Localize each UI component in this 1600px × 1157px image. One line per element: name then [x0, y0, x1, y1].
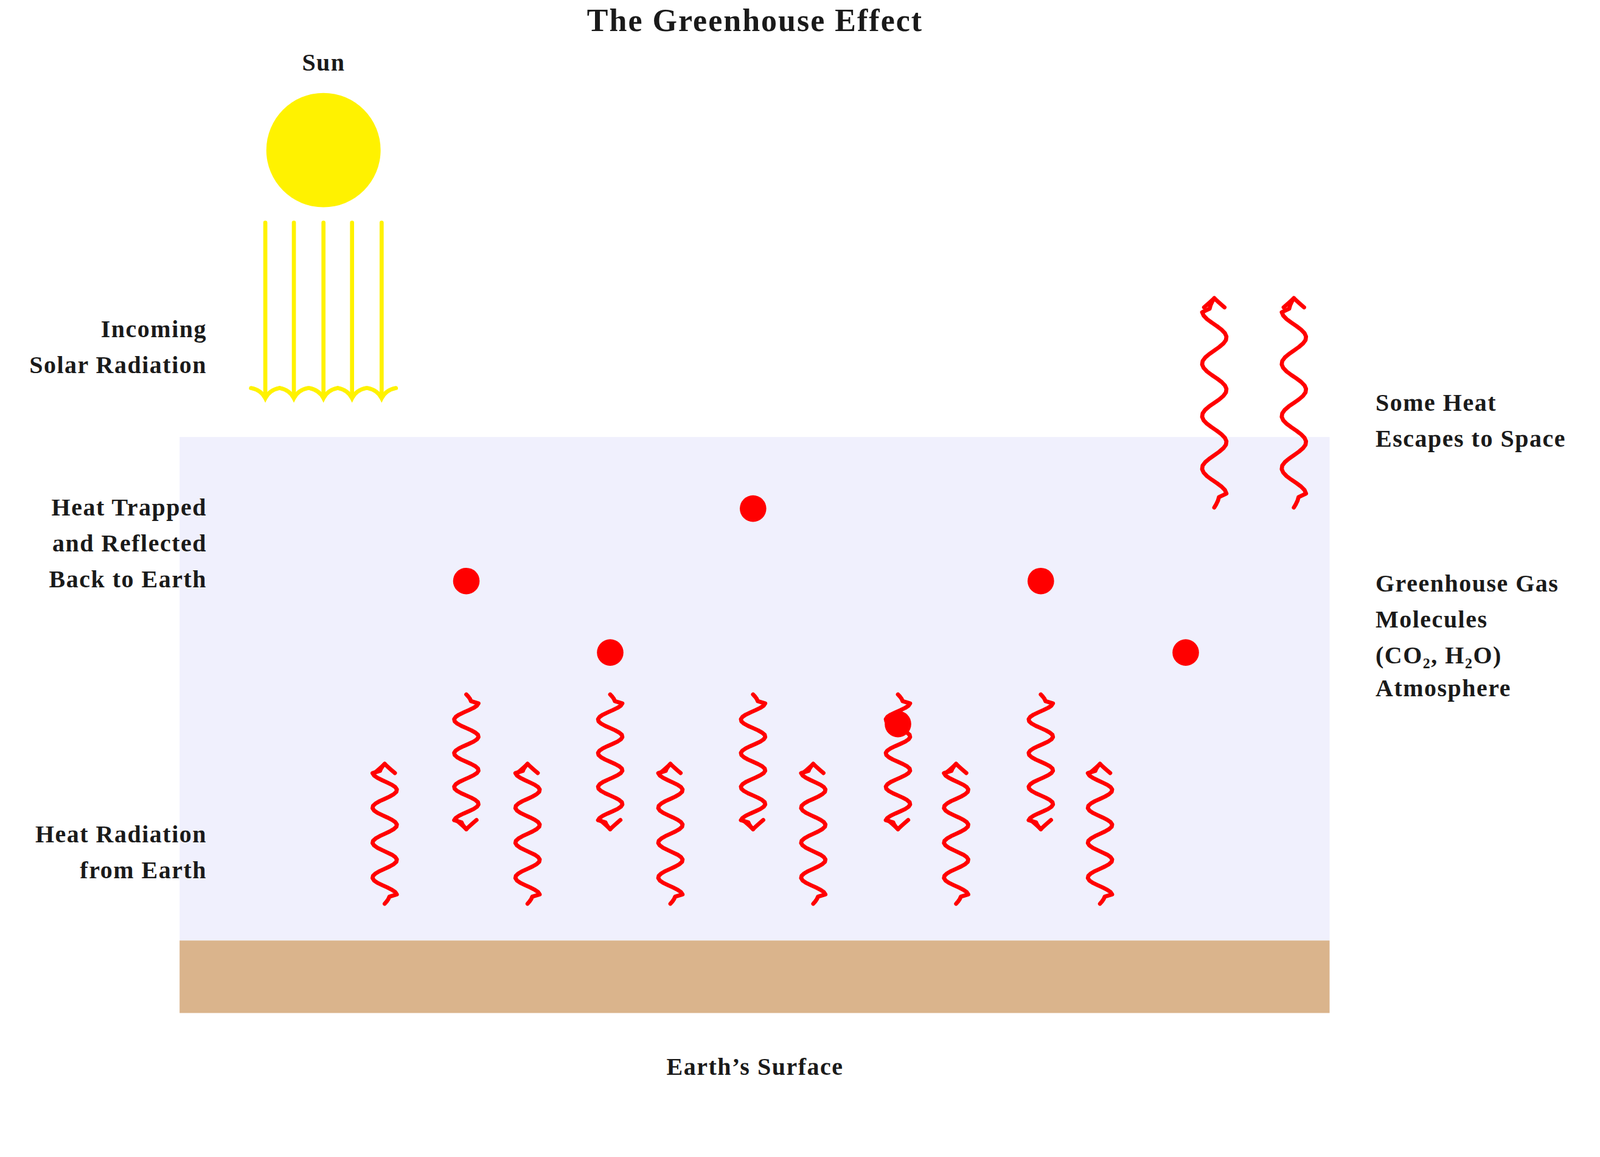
heat-wave [1087, 763, 1113, 904]
gas-molecule [1027, 567, 1055, 595]
wave-head [660, 763, 681, 773]
wave-head [517, 763, 538, 773]
solar-ray [263, 222, 268, 397]
solar-ray [321, 222, 326, 397]
solar-rays [251, 222, 397, 399]
ray-head [251, 388, 280, 399]
diagram-label: Atmosphere [1375, 669, 1512, 706]
diagram-label: Greenhouse Gas Molecules (CO₂, H₂O) [1375, 565, 1559, 673]
ray-head [337, 388, 367, 399]
solar-ray [349, 222, 355, 397]
gas-molecule [1172, 638, 1200, 666]
gas-molecule [884, 710, 912, 738]
heat-waves [372, 298, 1306, 904]
sun-circle [266, 93, 381, 208]
wave-head [1203, 298, 1225, 308]
heat-wave [372, 763, 397, 904]
ray-head [367, 388, 397, 399]
diagram-label: Incoming Solar Radiation [29, 310, 207, 383]
solar-ray [292, 222, 297, 397]
heat-wave [801, 763, 826, 904]
gas-molecule [596, 638, 624, 666]
wave-head [599, 819, 621, 829]
solar-ray [379, 222, 384, 397]
wave-head [887, 819, 909, 829]
heat-wave [944, 763, 969, 904]
heat-wave [1281, 298, 1307, 508]
ground-band [179, 939, 1330, 1013]
wave-head [456, 819, 477, 829]
wave-head [1283, 298, 1305, 308]
heat-wave [658, 763, 683, 904]
diagram-label: Sun [301, 44, 345, 81]
wave-head [742, 819, 764, 829]
heat-wave [740, 694, 766, 829]
ray-head [309, 388, 338, 399]
gas-molecule [739, 495, 767, 522]
wave-head [803, 763, 824, 773]
gas-molecules [453, 495, 1200, 738]
gas-molecule [453, 567, 480, 595]
heat-wave [1028, 694, 1054, 829]
diagram-label: Some Heat Escapes to Space [1375, 384, 1566, 457]
heat-wave [515, 763, 540, 904]
wave-head [946, 763, 967, 773]
wave-head [1089, 763, 1111, 773]
diagram-label: Heat Trapped and Reflected Back to Earth [49, 489, 208, 597]
diagram-label: Heat Radiation from Earth [35, 815, 207, 888]
heat-wave [454, 694, 479, 829]
diagram-label: Earth’s Surface [666, 1048, 844, 1085]
heat-wave [598, 694, 623, 829]
wave-head [374, 763, 396, 773]
heat-wave [1202, 298, 1227, 508]
atmosphere-band [179, 436, 1330, 940]
diagram-title: The Greenhouse Effect [587, 1, 923, 40]
ray-head [279, 388, 309, 399]
wave-head [1030, 819, 1052, 829]
